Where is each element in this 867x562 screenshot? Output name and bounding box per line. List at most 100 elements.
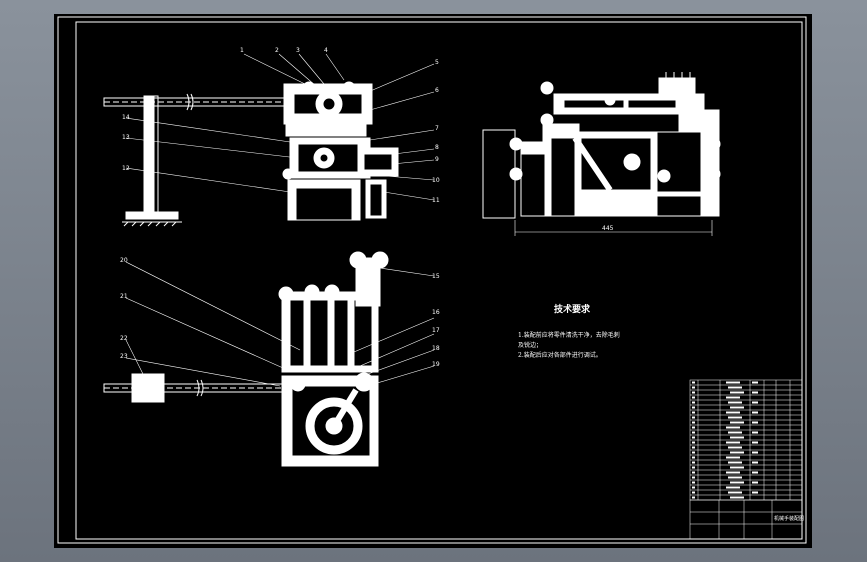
parts-list-name-mark xyxy=(728,386,742,389)
notes-title: 技术要求 xyxy=(554,303,591,315)
balloon-1: 1 xyxy=(240,47,244,54)
parts-list-qty-mark xyxy=(752,461,758,464)
title-block: 机械手装配图 xyxy=(689,499,804,540)
parts-list-index-mark xyxy=(692,461,695,464)
parts-list-name-mark xyxy=(728,491,742,494)
parts-list-name-mark xyxy=(726,471,740,474)
parts-list-index-mark xyxy=(692,421,695,424)
parts-list-name-mark xyxy=(730,481,744,484)
parts-list-index-mark xyxy=(692,411,695,414)
parts-list-name-mark xyxy=(728,401,742,404)
bottom-view-balloons: 15 16 17 18 19 20 21 22 23 xyxy=(120,257,440,387)
parts-list-index-mark xyxy=(692,451,695,454)
parts-list-qty-mark xyxy=(752,471,758,474)
cad-drawing: 1 2 3 4 5 6 7 8 9 10 11 12 13 14 xyxy=(57,16,807,544)
parts-list-name-mark xyxy=(730,466,744,469)
balloon-11: 11 xyxy=(432,197,440,204)
balloon-4: 4 xyxy=(324,47,328,54)
bottom-view xyxy=(103,251,389,467)
notes-line-1: 1.装配前应将零件清洗干净，去除毛刺 xyxy=(518,331,620,339)
balloon-23: 23 xyxy=(120,353,128,360)
parts-list-qty-mark xyxy=(752,381,758,384)
drawing-sheet: 1 2 3 4 5 6 7 8 9 10 11 12 13 14 xyxy=(54,14,812,548)
parts-list-name-mark xyxy=(730,451,744,454)
balloon-9: 9 xyxy=(435,156,439,163)
parts-list-qty-mark xyxy=(752,481,758,484)
balloon-18: 18 xyxy=(432,345,440,352)
inner-border xyxy=(75,21,803,540)
parts-list-index-mark xyxy=(692,381,695,384)
parts-list-qty-mark xyxy=(752,411,758,414)
outer-border xyxy=(57,16,807,544)
parts-list-index-mark xyxy=(692,396,695,399)
balloon-7: 7 xyxy=(435,125,439,132)
parts-list-qty-mark xyxy=(752,441,758,444)
parts-list-name-mark xyxy=(728,416,742,419)
parts-list-index-mark xyxy=(692,486,695,489)
balloon-16: 16 xyxy=(432,309,440,316)
parts-list-name-mark xyxy=(730,436,744,439)
parts-list-index-mark xyxy=(692,386,695,389)
parts-list-index-mark xyxy=(692,466,695,469)
technical-notes: 技术要求 1.装配前应将零件清洗干净，去除毛刺 及锐边； 2.装配后应对各部件进… xyxy=(518,303,620,359)
parts-list-index-mark xyxy=(692,391,695,394)
balloon-17: 17 xyxy=(432,327,440,334)
parts-list-name-mark xyxy=(730,391,744,394)
parts-list-index-mark xyxy=(692,441,695,444)
balloon-10: 10 xyxy=(432,177,440,184)
balloon-5: 5 xyxy=(435,59,439,66)
parts-list-index-mark xyxy=(692,491,695,494)
parts-list-index-mark xyxy=(692,496,695,499)
parts-list-name-mark xyxy=(726,426,740,429)
balloon-2: 2 xyxy=(275,47,279,54)
balloon-15: 15 xyxy=(432,273,440,280)
parts-list xyxy=(689,379,803,501)
drawing-name: 机械手装配图 xyxy=(774,515,804,522)
front-base xyxy=(125,211,179,220)
parts-list-index-mark xyxy=(692,471,695,474)
parts-list-qty-mark xyxy=(752,451,758,454)
balloon-20: 20 xyxy=(120,257,128,264)
parts-list-index-mark xyxy=(692,416,695,419)
bottom-slider-block xyxy=(131,373,165,403)
parts-list-qty-mark xyxy=(752,401,758,404)
front-view xyxy=(103,81,399,227)
balloon-3: 3 xyxy=(296,47,300,54)
parts-list-qty-mark xyxy=(752,491,758,494)
balloon-22: 22 xyxy=(120,335,128,342)
notes-line-2: 及锐边； xyxy=(518,341,542,349)
parts-list-name-mark xyxy=(728,431,742,434)
parts-list-index-mark xyxy=(692,481,695,484)
side-view: 445 xyxy=(482,72,721,236)
front-view-balloons: 1 2 3 4 5 6 7 8 9 10 11 12 13 14 xyxy=(122,47,440,204)
balloon-21: 21 xyxy=(120,293,128,300)
parts-list-qty-mark xyxy=(752,421,758,424)
balloon-12: 12 xyxy=(122,165,130,172)
parts-list-name-mark xyxy=(728,461,742,464)
parts-list-index-mark xyxy=(692,436,695,439)
balloon-8: 8 xyxy=(435,144,439,151)
parts-list-qty-mark xyxy=(752,391,758,394)
notes-line-3: 2.装配后应对各部件进行调试。 xyxy=(518,351,602,359)
parts-list-name-mark xyxy=(726,396,740,399)
parts-list-name-mark xyxy=(730,406,744,409)
parts-list-index-mark xyxy=(692,476,695,479)
parts-list-index-mark xyxy=(692,401,695,404)
parts-list-index-mark xyxy=(692,456,695,459)
parts-list-name-mark xyxy=(726,411,740,414)
balloon-19: 19 xyxy=(432,361,440,368)
parts-list-index-mark xyxy=(692,406,695,409)
side-view-dimension: 445 xyxy=(602,225,614,232)
parts-list-index-mark xyxy=(692,446,695,449)
parts-list-name-mark xyxy=(730,496,744,499)
balloon-6: 6 xyxy=(435,87,439,94)
parts-list-name-mark xyxy=(726,486,740,489)
parts-list-index-mark xyxy=(692,431,695,434)
parts-list-qty-mark xyxy=(752,431,758,434)
parts-list-index-mark xyxy=(692,426,695,429)
parts-list-name-mark xyxy=(726,381,740,384)
parts-list-name-mark xyxy=(728,446,742,449)
balloon-14: 14 xyxy=(122,114,130,121)
parts-list-name-mark xyxy=(730,421,744,424)
parts-list-name-mark xyxy=(728,476,742,479)
